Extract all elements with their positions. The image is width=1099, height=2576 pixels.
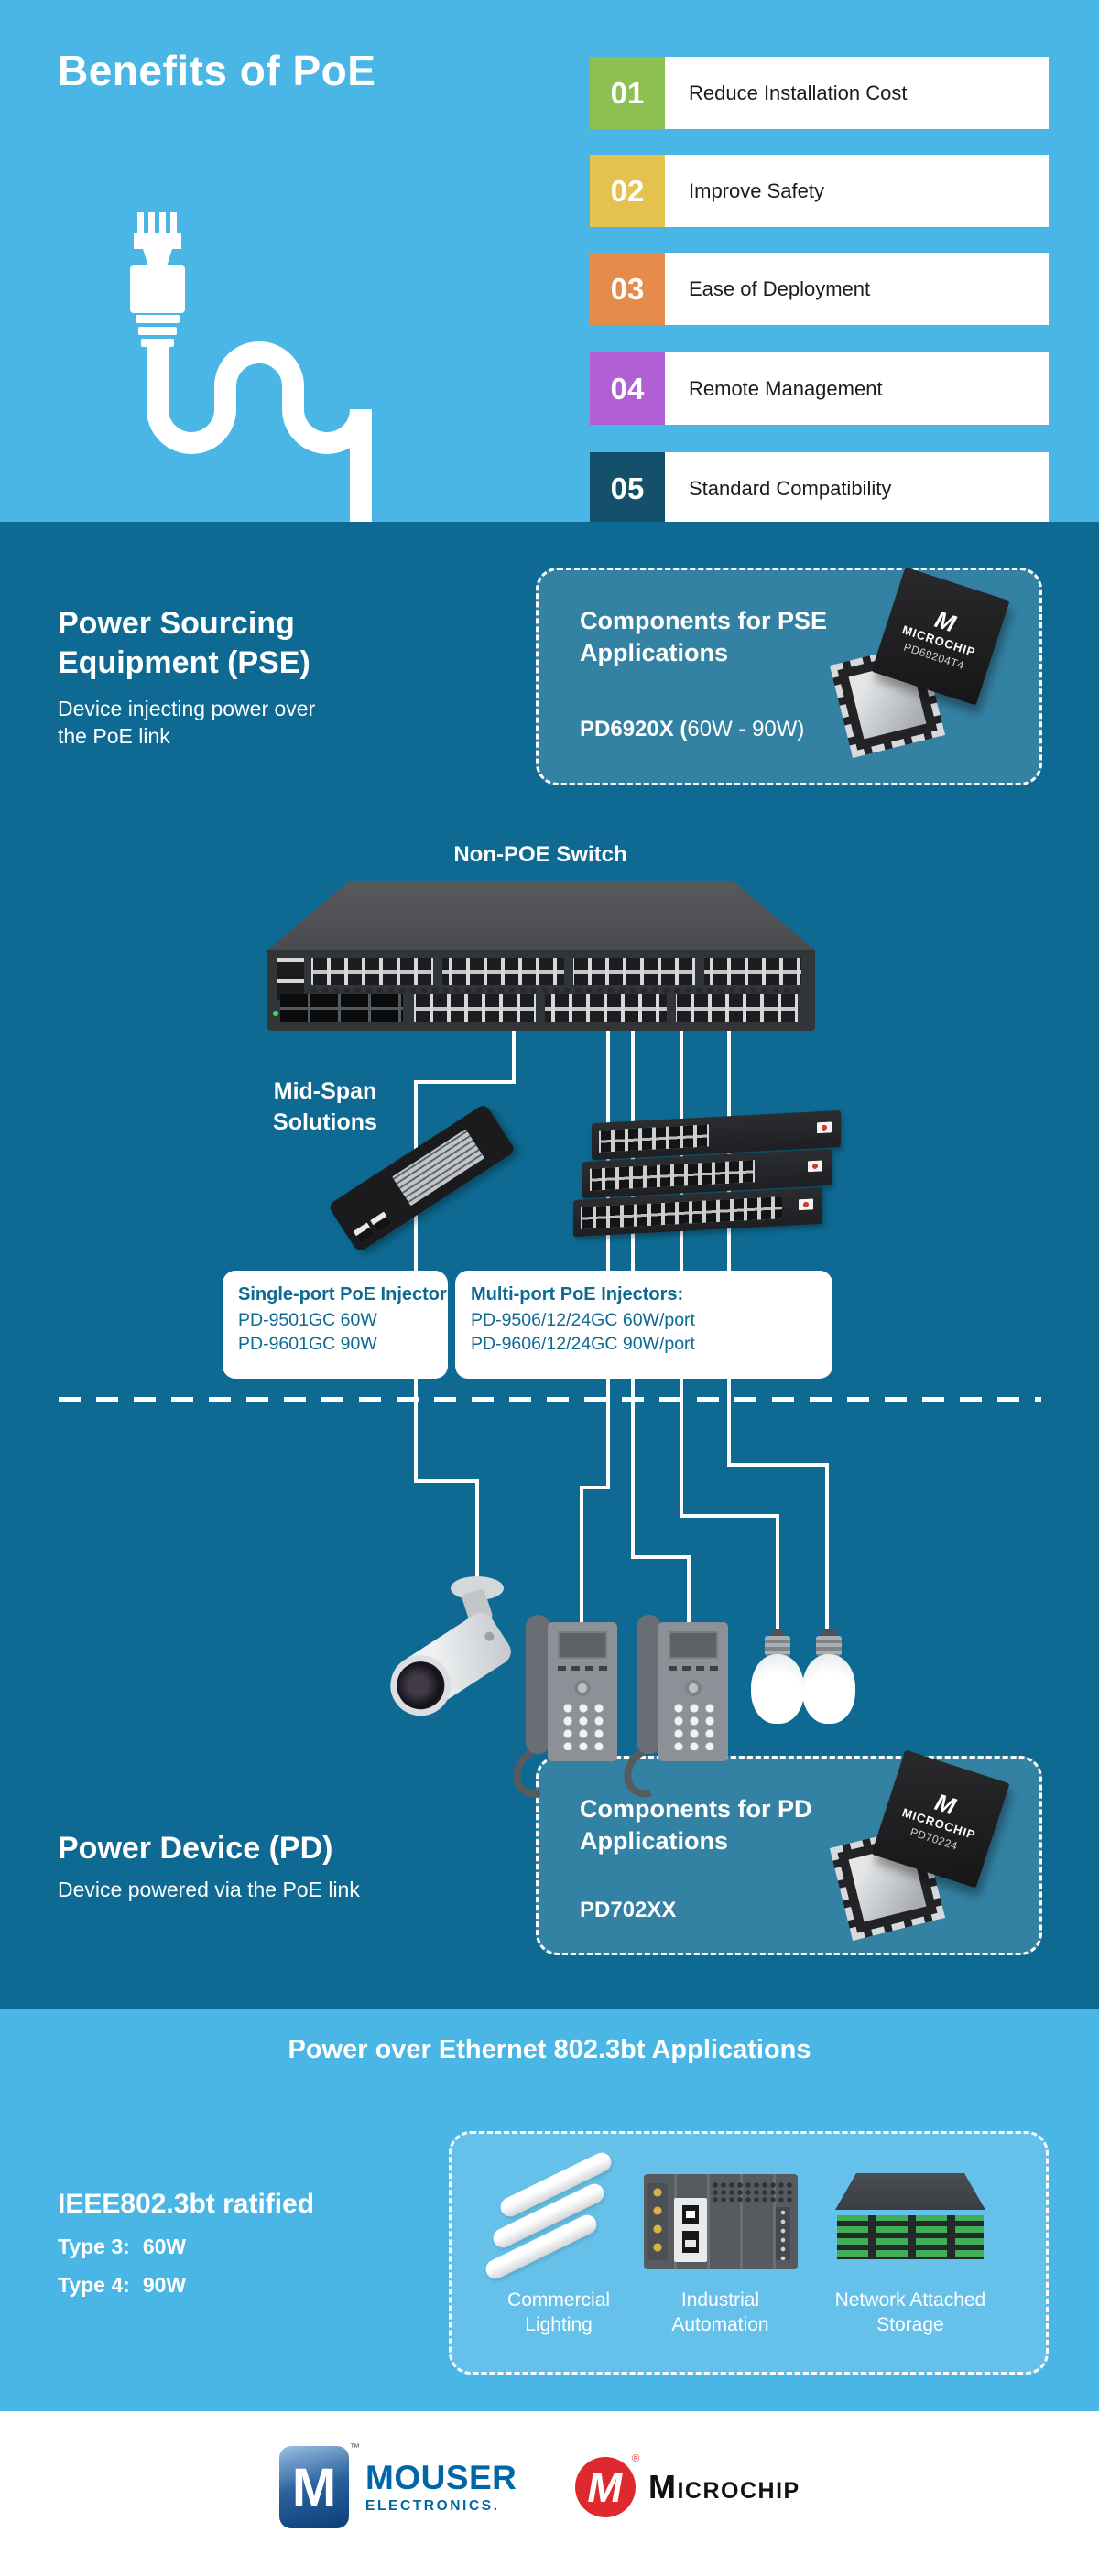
pd-part-number: PD702XX (580, 1898, 677, 1922)
connector-line (512, 1027, 516, 1084)
ip-phone-graphic (615, 1611, 728, 1805)
benefit-label: Standard Compatibility (665, 452, 1049, 525)
led-bulb-graphic (802, 1629, 855, 1724)
single-port-injector-label-box: Single-port PoE Injector PD-9501GC 60W P… (223, 1271, 448, 1379)
connector-line (727, 1027, 731, 1467)
switch-label: Non-POE Switch (453, 842, 627, 867)
switch-top-panel (267, 881, 815, 950)
status-led (273, 1011, 278, 1016)
benefit-number-badge: 04 (590, 352, 665, 425)
pse-subtitle: Device injecting power over the PoE link (58, 697, 316, 748)
connector-line (631, 1555, 691, 1559)
pd-box-title: Components for PD Applications (580, 1795, 812, 1856)
benefit-number-badge: 02 (590, 155, 665, 227)
benefit-number-badge: 03 (590, 253, 665, 325)
lighting-tubes-icon (483, 2149, 627, 2286)
benefits-section: Benefits of PoE 01 Re (0, 0, 1099, 525)
connector-line (414, 1479, 479, 1483)
network-diagram-section: Power Sourcing Equipment (PSE) Device in… (0, 522, 1099, 2009)
ieee-ratified-title: IEEE802.3bt ratified (58, 2189, 315, 2219)
benefit-row: 03 Ease of Deployment (590, 253, 1049, 325)
applications-heading: Power over Ethernet 802.3bt Applications (288, 2035, 811, 2064)
microchip-m-icon: M (931, 605, 960, 638)
nas-icon (830, 2158, 991, 2286)
connector-line (680, 1514, 779, 1518)
pse-part-number: PD6920X (60W - 90W) (580, 717, 805, 741)
pse-box-title: Components for PSE Applications (580, 607, 828, 667)
pse-components-box: Components for PSE Applications PD6920X … (536, 567, 1042, 785)
footer: M ™ MOUSER ELECTRONICS. M ® Microchip (0, 2411, 1099, 2576)
benefit-row: 05 Standard Compatibility (590, 452, 1049, 525)
pd-chip-image: M MICROCHIP PD70224 (829, 1749, 1025, 1958)
microchip-logo: M ® Microchip (575, 2453, 800, 2517)
plc-icon (643, 2158, 798, 2286)
rj45-port-icon (353, 1222, 375, 1244)
pd-title: Power Device (PD) (58, 1831, 333, 1866)
type3-line: Type 3:60W (58, 2235, 187, 2258)
applications-box: Commercial Lighting Industrial Automatio… (449, 2131, 1049, 2375)
vent-strip (311, 988, 801, 993)
app-item-industrial-automation: Industrial Automation (633, 2158, 808, 2372)
camera-lens-icon (378, 1643, 462, 1727)
brand-logo-icon (808, 1160, 822, 1173)
dashed-divider-line (59, 1397, 1041, 1402)
connector-line (580, 1486, 583, 1623)
pd-components-box: Components for PD Applications PD702XX M… (536, 1749, 1042, 1958)
pse-title: Power Sourcing Equipment (PSE) (58, 606, 310, 680)
app-item-network-attached-storage: Network Attached Storage (808, 2158, 1013, 2372)
app-item-commercial-lighting: Commercial Lighting (483, 2149, 633, 2372)
port-row-icon (414, 994, 801, 1022)
midspan-label: Mid-Span Solutions (273, 1078, 377, 1135)
connector-line (475, 1479, 479, 1587)
connector-line (687, 1555, 691, 1624)
connector-line (606, 1027, 610, 1489)
benefit-row: 01 Reduce Installation Cost (590, 57, 1049, 129)
mouser-m-icon: M ™ (279, 2442, 360, 2528)
ip-phone-graphic (505, 1611, 617, 1805)
benefit-label: Remote Management (665, 352, 1049, 425)
connector-line (580, 1486, 610, 1489)
benefit-row: 02 Improve Safety (590, 155, 1049, 227)
mouser-logo: M ™ MOUSER ELECTRONICS. (279, 2442, 517, 2528)
type4-line: Type 4:90W (58, 2273, 187, 2297)
page-title: Benefits of PoE (58, 47, 376, 94)
brand-logo-icon (799, 1198, 813, 1211)
benefit-label: Improve Safety (665, 155, 1049, 227)
benefit-number-badge: 05 (590, 452, 665, 525)
microchip-m-icon: M ® (575, 2453, 639, 2517)
single-port-injector-graphic (319, 1095, 529, 1264)
multi-port-injector-label-box: Multi-port PoE Injectors: PD-9506/12/24G… (455, 1271, 832, 1379)
benefit-label: Ease of Deployment (665, 253, 1049, 325)
connector-line (414, 1080, 516, 1084)
ethernet-cable-icon (103, 212, 386, 522)
led-bulb-graphic (751, 1629, 804, 1724)
pse-chip-image: M MICROCHIP PD69204T4 (829, 567, 1025, 775)
sfp-ports-icon (280, 994, 403, 1022)
connector-line (727, 1463, 829, 1467)
brand-logo-icon (817, 1121, 832, 1134)
ip-camera-graphic (378, 1576, 522, 1769)
benefit-label: Reduce Installation Cost (665, 57, 1049, 129)
benefit-number-badge: 01 (590, 57, 665, 129)
injector-label-patch (391, 1129, 485, 1207)
mgmt-ports-icon (277, 958, 304, 1000)
rj45-port-icon (370, 1211, 392, 1233)
microchip-m-icon: M (931, 1788, 960, 1821)
connector-line (825, 1463, 829, 1633)
connector-line (776, 1514, 779, 1633)
port-row-icon (311, 958, 801, 985)
applications-section: Power over Ethernet 802.3bt Applications… (0, 2009, 1099, 2411)
network-switch-graphic (267, 950, 815, 1031)
pd-subtitle: Device powered via the PoE link (58, 1878, 360, 1901)
benefit-row: 04 Remote Management (590, 352, 1049, 425)
multi-port-injector-graphic (573, 1109, 848, 1273)
